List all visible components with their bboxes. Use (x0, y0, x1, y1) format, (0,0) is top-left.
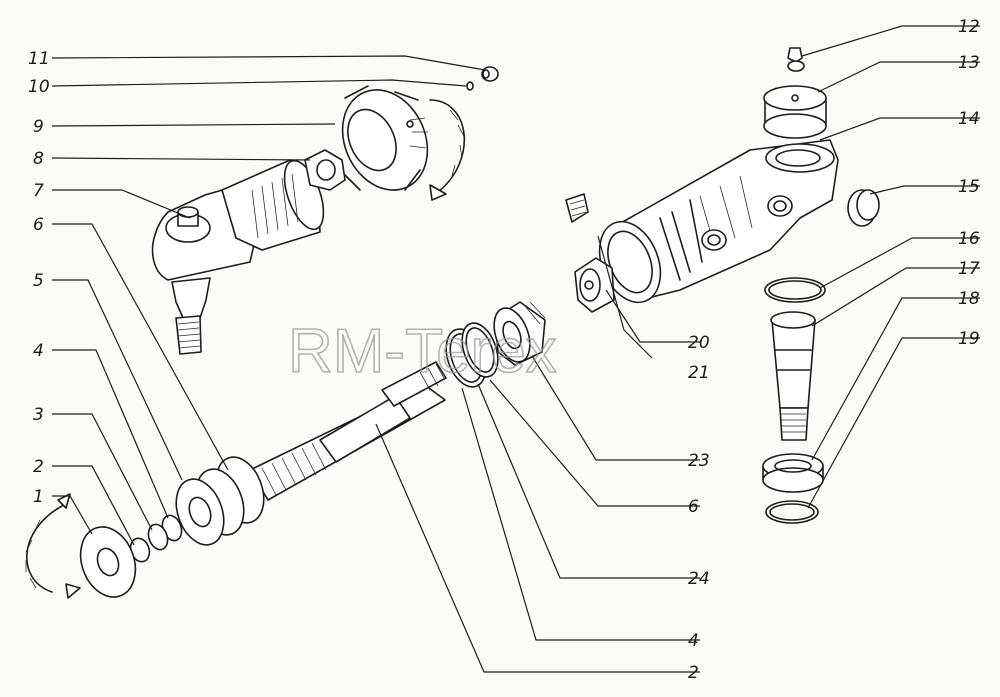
callout-1: 1 (33, 487, 44, 507)
retaining-ring-16 (764, 277, 826, 303)
lock-nut (304, 149, 346, 191)
grease-fitting (787, 47, 805, 72)
rotation-arrow-lower (25, 493, 81, 599)
callout-19: 19 (958, 329, 980, 349)
callout-5: 5 (33, 271, 44, 291)
small-plug (565, 193, 589, 223)
callout-labels: 11 10 9 8 7 6 5 4 3 2 1 12 13 14 15 16 1… (28, 17, 980, 683)
cap-nut (481, 66, 499, 82)
side-fitting-a (767, 195, 793, 217)
side-fitting-b (701, 229, 727, 251)
ball-stud-housing (151, 159, 325, 355)
callout-8: 8 (33, 149, 44, 169)
callout-21: 21 (688, 363, 710, 383)
callout-4-right: 4 (688, 631, 699, 651)
end-fitting (574, 257, 615, 313)
bushing (493, 301, 546, 366)
king-pin (770, 311, 816, 441)
seal-rings (445, 322, 499, 388)
callout-7: 7 (33, 181, 44, 201)
callout-10: 10 (28, 77, 50, 97)
callout-3: 3 (33, 405, 44, 425)
plug-15 (847, 189, 880, 227)
threaded-shaft (249, 361, 447, 501)
washer-stack (175, 456, 265, 546)
callout-24: 24 (688, 569, 710, 589)
callout-15: 15 (958, 177, 980, 197)
cylinder-body (598, 139, 839, 304)
top-cap (763, 85, 827, 139)
leader-lines (51, 25, 980, 673)
rotation-arrow-upper (429, 99, 466, 201)
retaining-ring-19 (765, 500, 819, 524)
callout-2: 2 (33, 457, 44, 477)
callout-14: 14 (958, 109, 980, 129)
callout-4: 4 (33, 341, 44, 361)
callout-9: 9 (33, 117, 44, 137)
callout-16: 16 (958, 229, 980, 249)
callout-11: 11 (28, 49, 50, 69)
small-washers (129, 514, 183, 563)
end-disc (79, 526, 137, 598)
callout-20: 20 (688, 333, 710, 353)
watermark-text: RM-Terex (288, 317, 557, 386)
bearing-18 (762, 453, 824, 493)
callout-6: 6 (33, 215, 44, 235)
callout-2-right: 2 (688, 663, 699, 683)
small-ring (466, 81, 474, 91)
callout-23: 23 (688, 451, 710, 471)
callout-13: 13 (958, 53, 980, 73)
callout-12: 12 (958, 17, 980, 37)
callout-6-right: 6 (688, 497, 699, 517)
slotted-ring-nut (341, 85, 429, 191)
callout-18: 18 (958, 289, 980, 309)
callout-17: 17 (958, 259, 980, 279)
